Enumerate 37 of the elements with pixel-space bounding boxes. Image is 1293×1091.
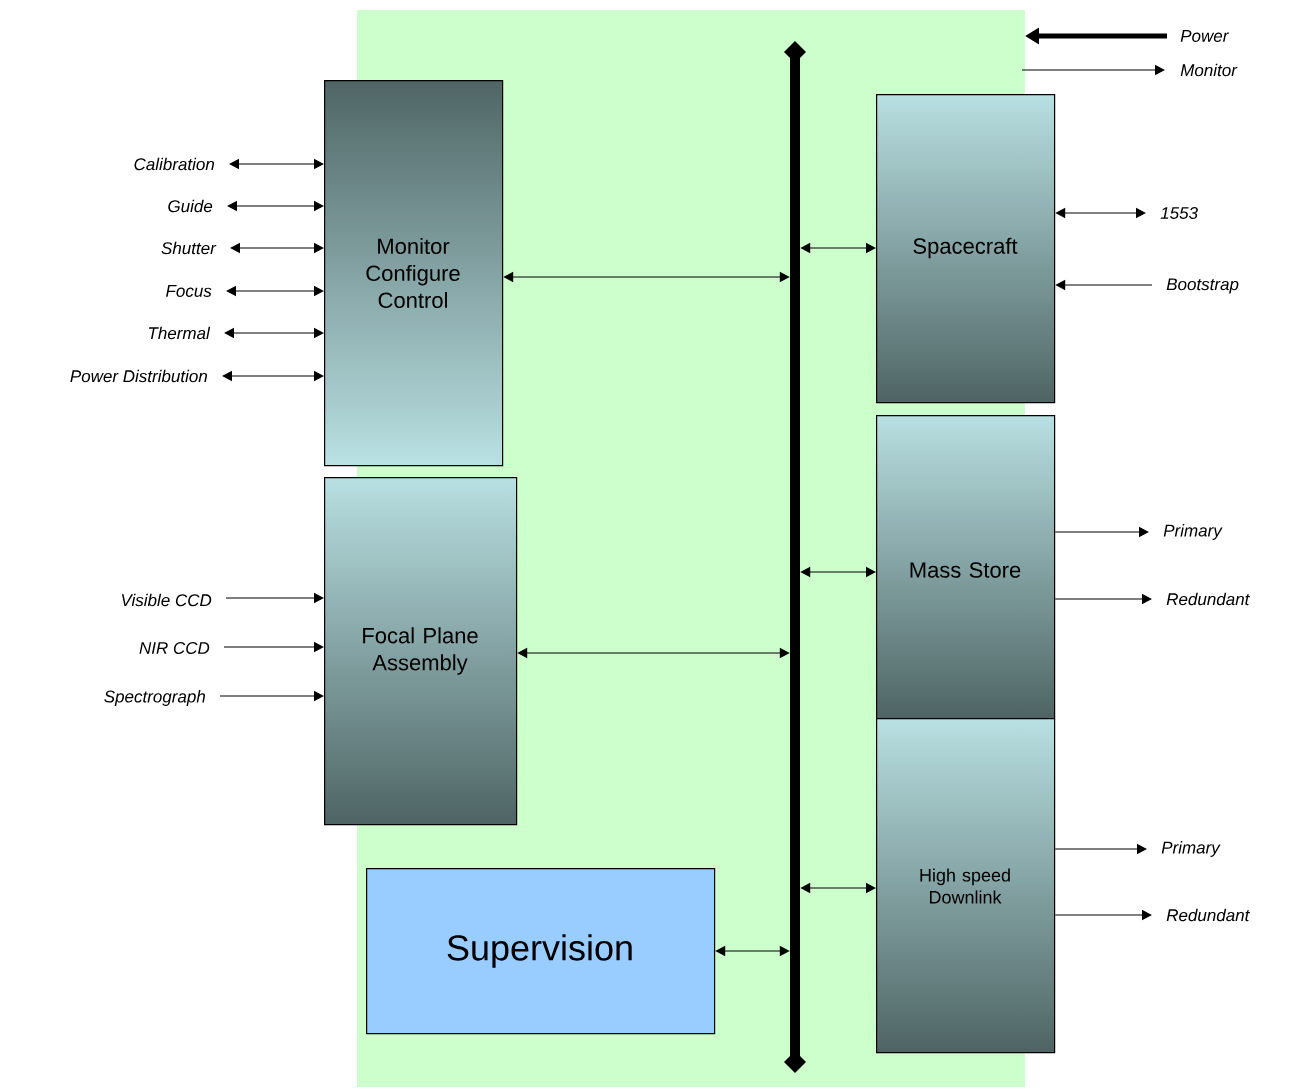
signal-label: Bootstrap	[1166, 278, 1239, 294]
arrow	[800, 242, 876, 254]
block-box: Supervision	[366, 868, 716, 1035]
legend-label: Monitor	[1180, 63, 1238, 77]
signal-label: Shutter	[161, 241, 217, 255]
block-box: Mass Store	[876, 415, 1056, 720]
arrow	[800, 882, 876, 894]
block-box: Focal Plane Assembly	[324, 477, 518, 826]
signal-label: 1553	[1160, 207, 1198, 219]
arrow	[226, 285, 324, 297]
signal-label: Calibration	[134, 157, 214, 171]
arrow	[229, 158, 324, 170]
signal-label: Primary	[1163, 524, 1223, 540]
block-box: High speed Downlink	[876, 718, 1056, 1054]
arrow	[222, 370, 324, 382]
arrow	[715, 945, 790, 957]
signal-label: NIR CCD	[139, 642, 210, 654]
signal-label: Redundant	[1166, 592, 1250, 606]
signal-label: Power Distribution	[70, 369, 207, 383]
signal-label: Redundant	[1166, 908, 1250, 922]
block-box: Spacecraft	[876, 94, 1056, 404]
signal-label: Primary	[1161, 841, 1221, 857]
legend-label: Power	[1180, 30, 1229, 42]
arrow	[227, 200, 324, 212]
arrow	[503, 271, 790, 283]
signal-label: Focus	[166, 285, 212, 297]
arrow	[1055, 207, 1146, 219]
block-box: Monitor Configure Control	[324, 80, 504, 467]
arrow	[224, 327, 324, 339]
signal-label: Spectrograph	[104, 690, 205, 706]
arrow	[800, 566, 876, 578]
arrow	[230, 242, 324, 254]
signal-label: Thermal	[149, 326, 211, 340]
signal-label: Guide	[168, 199, 213, 213]
signal-label: Visible CCD	[121, 593, 212, 607]
bus-bar	[784, 41, 806, 1073]
arrow	[517, 647, 790, 659]
